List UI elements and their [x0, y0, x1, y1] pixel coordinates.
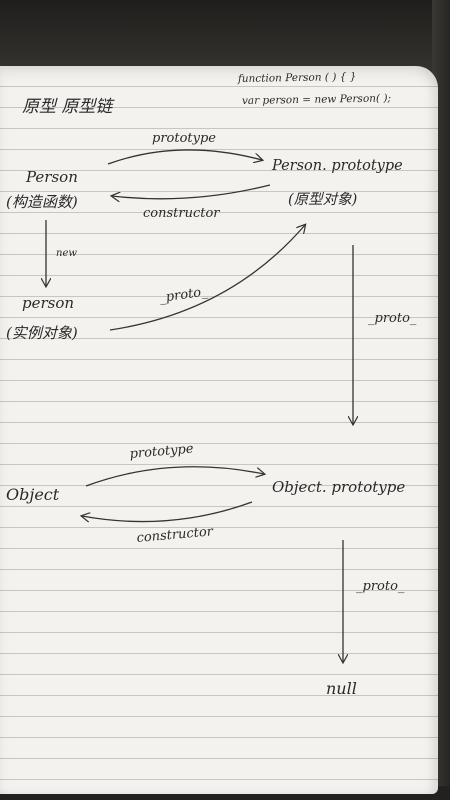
label-constructor-bottom: constructor — [136, 524, 214, 546]
node-person-constructor-name: Person — [25, 168, 78, 186]
node-object-constructor-name: Object — [6, 485, 60, 504]
background-desk-top — [0, 0, 450, 72]
arrow-constructor-bottom — [82, 501, 253, 522]
node-null: null — [326, 679, 357, 698]
node-person-constructor-note: (构造函数) — [6, 193, 78, 211]
node-person-instance-name: person — [22, 294, 74, 312]
notebook-page — [0, 66, 438, 794]
label-prototype-bottom: prototype — [129, 441, 194, 462]
arrow-prototype-bottom — [85, 466, 264, 487]
label-prototype-top: prototype — [152, 131, 216, 146]
label-constructor-top: constructor — [143, 206, 220, 221]
code-line-1: function Person ( ) { } — [237, 71, 357, 85]
node-person-instance-note: (实例对象) — [6, 324, 78, 342]
node-person-prototype-name: Person. prototype — [271, 158, 403, 174]
arrow-prototype-top — [107, 149, 262, 165]
label-proto-instance: _proto_ — [158, 284, 209, 306]
label-proto-bottom: _proto_ — [356, 579, 405, 594]
node-person-prototype-note: (原型对象) — [288, 191, 357, 208]
label-new: new — [56, 248, 77, 259]
code-line-2: var person = new Person( ); — [242, 92, 391, 107]
page-title: 原型 原型链 — [22, 97, 115, 117]
label-proto-right: _proto_ — [368, 311, 417, 326]
node-object-prototype-name: Object. prototype — [272, 478, 405, 496]
arrow-constructor-top — [112, 184, 271, 199]
arrow-proto-instance — [109, 225, 305, 331]
